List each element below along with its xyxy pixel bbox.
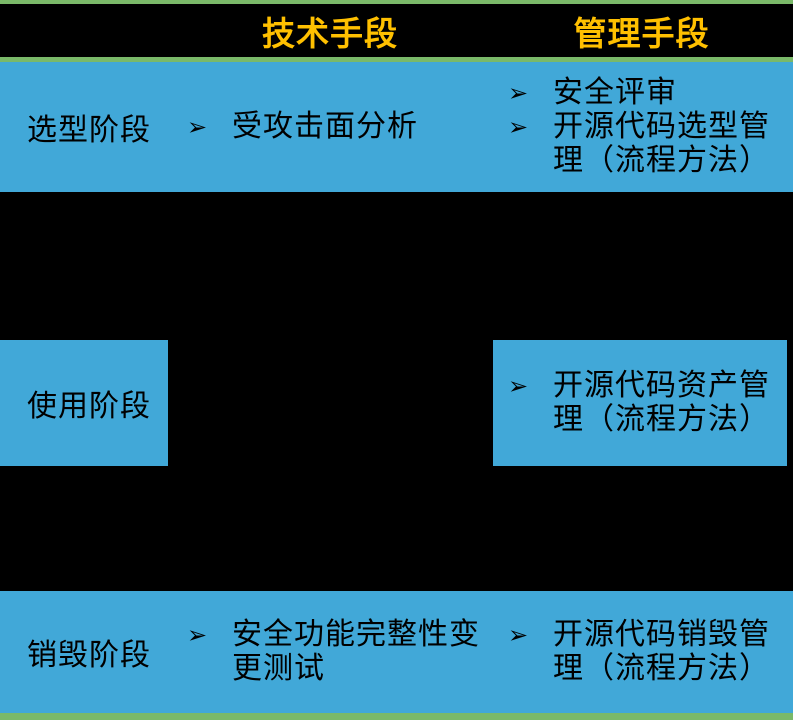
bullet-arrow-icon: ➢ <box>187 621 208 649</box>
bullet-item: ➢ 受攻击面分析 <box>187 110 418 144</box>
management-cell-destruction: ➢ 开源代码销毁管 理（流程方法） <box>508 591 770 713</box>
technical-item-text: 安全功能完整性变 <box>232 617 480 652</box>
row-selection-phase: 选型阶段 ➢ 受攻击面分析 ➢ 安全评审 ➢ 开源代码选型管 理（流程方法） <box>0 62 793 192</box>
technical-item-text: 更测试 <box>232 651 325 686</box>
bottom-border-line <box>0 713 793 720</box>
phase-label-usage: 使用阶段 <box>27 389 151 424</box>
bullet-item: ➢ 开源代码选型管 理（流程方法） <box>508 110 770 178</box>
table-header-row: 技术手段 管理手段 <box>0 4 793 57</box>
management-item-text: 理（流程方法） <box>553 402 770 437</box>
phase-label-destruction: 销毁阶段 <box>27 638 151 673</box>
bullet-item: ➢ 开源代码资产管 理（流程方法） <box>508 369 770 437</box>
technical-cell-selection: ➢ 受攻击面分析 <box>187 62 418 192</box>
bullet-arrow-icon: ➢ <box>508 113 529 141</box>
management-cell-usage: ➢ 开源代码资产管 理（流程方法） <box>508 340 770 466</box>
management-item-text: 安全评审 <box>553 75 677 110</box>
column-header-management: 管理手段 <box>573 13 710 53</box>
row-destruction-phase: 销毁阶段 ➢ 安全功能完整性变 更测试 ➢ 开源代码销毁管 理（流程方法） <box>0 591 793 713</box>
bullet-item: ➢ 安全功能完整性变 更测试 <box>187 618 480 686</box>
bullet-arrow-icon: ➢ <box>508 372 529 400</box>
bullet-arrow-icon: ➢ <box>187 113 208 141</box>
top-border-line <box>0 0 793 5</box>
management-cell-selection: ➢ 安全评审 ➢ 开源代码选型管 理（流程方法） <box>508 62 770 192</box>
technical-cell-destruction: ➢ 安全功能完整性变 更测试 <box>187 591 480 713</box>
management-item-text: 理（流程方法） <box>553 143 770 178</box>
management-item-text: 开源代码选型管 <box>553 109 770 144</box>
bullet-item: ➢ 安全评审 <box>508 76 770 110</box>
management-item-text: 开源代码资产管 <box>553 368 770 403</box>
management-box-usage: ➢ 开源代码资产管 理（流程方法） <box>493 340 787 466</box>
column-header-technical: 技术手段 <box>262 13 398 53</box>
bullet-arrow-icon: ➢ <box>508 621 529 649</box>
technical-item-text: 受攻击面分析 <box>232 109 418 144</box>
management-item-text: 开源代码销毁管 <box>553 617 770 652</box>
phase-box-usage: 使用阶段 <box>0 340 168 466</box>
phase-label-selection: 选型阶段 <box>27 113 151 148</box>
bullet-arrow-icon: ➢ <box>508 79 529 107</box>
bullet-item: ➢ 开源代码销毁管 理（流程方法） <box>508 618 770 686</box>
management-item-text: 理（流程方法） <box>553 651 770 686</box>
header-divider-line <box>0 57 793 62</box>
